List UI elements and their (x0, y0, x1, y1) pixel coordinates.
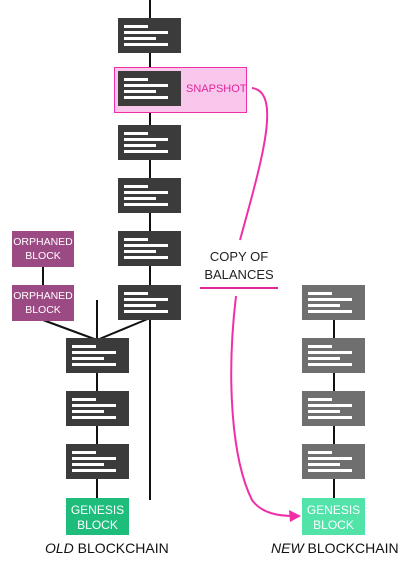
chain-block (118, 125, 181, 160)
new-blockchain-title: NEW BLOCKCHAIN (271, 540, 399, 556)
chain-block (118, 231, 181, 266)
old-title-rest: BLOCKCHAIN (73, 540, 169, 556)
chain-block (118, 178, 181, 213)
orphaned-block: ORPHANED BLOCK (12, 285, 74, 321)
chain-block (66, 444, 129, 479)
old-genesis-block: GENESIS BLOCK (66, 498, 129, 535)
chain-block (66, 391, 129, 426)
new-chain-block (302, 391, 365, 426)
old-genesis-line1: GENESIS (70, 503, 125, 517)
snapshot-block (118, 71, 181, 106)
old-title-italic: OLD (45, 540, 74, 556)
old-blockchain-title: OLD BLOCKCHAIN (45, 540, 169, 556)
copy-label-line2: BALANCES (204, 267, 274, 282)
copy-of-balances-label: COPY OF BALANCES (200, 248, 278, 284)
chain-block (118, 285, 181, 320)
new-title-italic: NEW (271, 540, 304, 556)
new-genesis-block: GENESIS BLOCK (302, 498, 365, 535)
orphaned-block-line2: BLOCK (25, 304, 61, 316)
copy-arrow-head (289, 510, 301, 522)
copy-label-line1: COPY OF (209, 249, 269, 264)
orphaned-block-line2: BLOCK (25, 250, 61, 262)
fork-link (96, 317, 151, 341)
copy-label-underline (200, 287, 278, 289)
snapshot-label: SNAPSHOT (186, 83, 247, 95)
fork-link (42, 319, 98, 341)
new-chain-block (302, 285, 365, 320)
new-genesis-line2: BLOCK (313, 518, 354, 532)
copy-arrow (230, 87, 295, 517)
orphaned-block-line1: ORPHANED (13, 236, 73, 248)
orphaned-block: ORPHANED BLOCK (12, 231, 74, 267)
chain-block (118, 18, 181, 53)
fork-block (66, 338, 129, 373)
new-title-rest: BLOCKCHAIN (303, 540, 399, 556)
new-genesis-line1: GENESIS (306, 503, 361, 517)
new-chain-block (302, 444, 365, 479)
new-chain-block (302, 338, 365, 373)
orphaned-block-line1: ORPHANED (13, 290, 73, 302)
old-genesis-line2: BLOCK (77, 518, 118, 532)
